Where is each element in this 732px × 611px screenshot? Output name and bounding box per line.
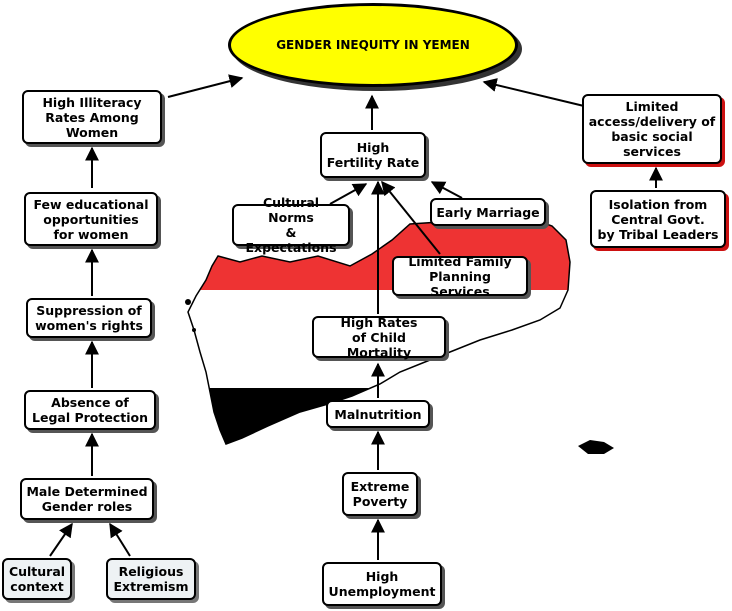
node-extreme-poverty: Extreme Poverty <box>342 472 418 516</box>
node-religious-extremism: Religious Extremism <box>106 558 196 600</box>
node-early-marriage: Early Marriage <box>430 198 546 226</box>
node-limited-access-services: Limited access/delivery of basic social … <box>582 94 722 164</box>
node-limited-family-planning: Limited Family Planning Services <box>392 254 528 299</box>
title-ellipse: GENDER INEQUITY IN YEMEN <box>228 3 518 87</box>
node-few-educational-opportunities: Few educational opportunities for women <box>24 192 158 246</box>
node-high-illiteracy: High Illiteracy Rates Among Women <box>22 90 162 144</box>
arrow-norms-to-fertility <box>329 183 368 205</box>
arrow-access-to-title <box>482 78 585 107</box>
node-malnutrition: Malnutrition <box>326 400 430 428</box>
arrow-religious-to-roles <box>109 522 131 557</box>
node-isolation-tribal-leaders: Isolation from Central Govt. by Tribal L… <box>590 190 726 248</box>
arrow-cultural-to-roles <box>49 522 73 557</box>
node-high-unemployment: High Unemployment <box>322 562 442 606</box>
node-male-determined-roles: Male Determined Gender roles <box>20 478 154 520</box>
arrow-marriage-to-fertility <box>430 181 463 199</box>
node-absence-legal-protection: Absence of Legal Protection <box>24 390 156 430</box>
node-cultural-norms: Cultural Norms & Expectations <box>232 195 350 255</box>
node-suppression-of-rights: Suppression of women's rights <box>26 298 152 338</box>
socotra-island <box>578 440 614 454</box>
page-title: GENDER INEQUITY IN YEMEN <box>276 38 470 52</box>
node-child-mortality: High Rates of Child Mortality <box>312 315 446 360</box>
node-high-fertility-rate: High Fertility Rate <box>320 132 426 178</box>
arrow-illiteracy-to-title <box>167 74 244 98</box>
node-cultural-context: Cultural context <box>2 558 72 600</box>
arrow-family-to-fertility <box>381 180 441 255</box>
